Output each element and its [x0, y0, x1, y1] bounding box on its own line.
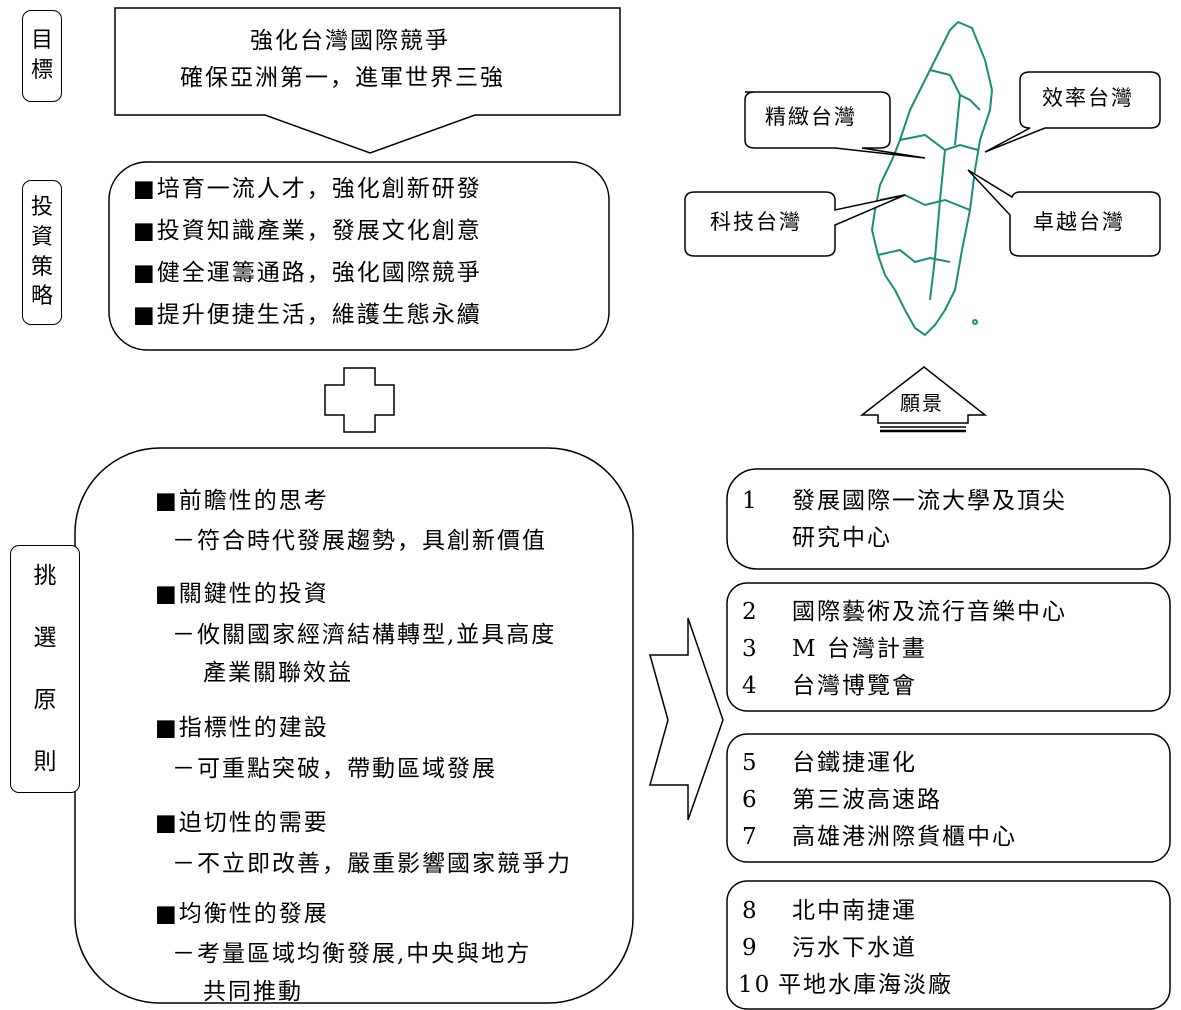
project-num: 4: [742, 673, 759, 699]
vision-arrow-label: 願景: [900, 391, 944, 415]
goal-line-2: 確保亞洲第一，進軍世界三強: [180, 65, 505, 91]
principle-label-char: 選: [33, 624, 57, 651]
principle-desc: －攸關國家經濟結構轉型,並具高度: [172, 622, 557, 648]
project-text: 台灣博覽會: [792, 673, 917, 699]
principle-desc: 產業關聯效益: [203, 660, 353, 686]
taiwan-map: [870, 20, 994, 337]
strategy-box: [108, 161, 610, 351]
principle-label-char: 挑: [33, 562, 57, 589]
strategy-item: ■健全運籌通路，強化國際競爭: [133, 260, 482, 286]
strategy-label-char: 投: [30, 195, 53, 221]
project-text: 台鐵捷運化: [792, 750, 917, 776]
principle-title: ■迫切性的需要: [155, 810, 329, 836]
strategy-item: ■提升便捷生活，維護生態永續: [133, 302, 482, 328]
principle-desc: －不立即改善，嚴重影響國家競爭力: [172, 851, 572, 877]
project-text: M 台灣計畫: [792, 636, 927, 662]
right-chevron-arrow: [649, 617, 724, 821]
project-num: 1: [742, 488, 759, 514]
project-text: 北中南捷運: [792, 898, 917, 924]
principle-label-char: 原: [33, 687, 57, 713]
project-num: 9: [742, 935, 759, 961]
project-num: 6: [742, 787, 759, 813]
goal-label-char: 目: [30, 28, 53, 54]
strategy-label-char: 資: [30, 224, 53, 250]
project-text: 平地水庫海淡廠: [778, 972, 953, 998]
vision-efficient: 效率台灣: [1042, 86, 1134, 110]
project-num: 7: [742, 824, 759, 850]
callout-tech: [684, 191, 906, 257]
goal-label: 目 標: [22, 10, 62, 102]
strategy-label-char: 策: [30, 254, 53, 280]
plus-connector: [324, 367, 395, 433]
project-text: 高雄港洲際貨櫃中心: [792, 824, 1017, 850]
vision-tech: 科技台灣: [710, 210, 802, 234]
project-num: 10: [738, 972, 772, 998]
vision-up-arrow: [859, 366, 988, 433]
project-text: 國際藝術及流行音樂中心: [792, 599, 1067, 625]
vision-excellent: 卓越台灣: [1033, 210, 1125, 234]
goal-label-char: 標: [30, 58, 53, 83]
callout-precise: [744, 91, 926, 159]
project-group-1: [726, 468, 1171, 570]
project-text: 第三波高速路: [792, 787, 942, 813]
principle-desc: －考量區域均衡發展,中央與地方: [172, 941, 532, 967]
callout-excellent: [967, 169, 1161, 257]
project-num: 3: [742, 636, 759, 662]
callout-efficient: [984, 71, 1161, 153]
strategy-label: 投 資 策 略: [22, 180, 62, 325]
strategy-item: ■培育一流人才，強化創新研發: [133, 176, 482, 202]
vision-precise: 精緻台灣: [765, 105, 857, 129]
principle-label-char: 則: [33, 749, 57, 776]
principle-title: ■前瞻性的思考: [155, 488, 329, 514]
project-text: 發展國際一流大學及頂尖: [792, 488, 1067, 514]
project-num: 2: [742, 599, 759, 625]
strategy-label-char: 略: [30, 284, 53, 310]
project-group-4: [726, 880, 1171, 1010]
project-group-2: [726, 582, 1171, 712]
project-text: 污水下水道: [792, 935, 917, 961]
goal-arrow-box: [114, 7, 621, 154]
project-num: 8: [742, 898, 759, 924]
principle-label: 挑 選 原 則: [10, 545, 80, 793]
principle-desc: 共同推動: [203, 979, 303, 1005]
goal-line-1: 強化台灣國際競爭: [250, 28, 450, 54]
principle-desc: －符合時代發展趨勢，具創新價值: [172, 528, 547, 554]
project-text: 研究中心: [792, 525, 892, 551]
project-group-3: [726, 733, 1171, 863]
principle-title: ■指標性的建設: [155, 715, 329, 741]
strategy-item: ■投資知識產業，發展文化創意: [133, 218, 482, 244]
project-num: 5: [742, 750, 759, 776]
principle-desc: －可重點突破，帶動區域發展: [172, 756, 497, 782]
principle-title: ■關鍵性的投資: [155, 581, 329, 607]
principle-title: ■均衡性的發展: [155, 901, 329, 927]
